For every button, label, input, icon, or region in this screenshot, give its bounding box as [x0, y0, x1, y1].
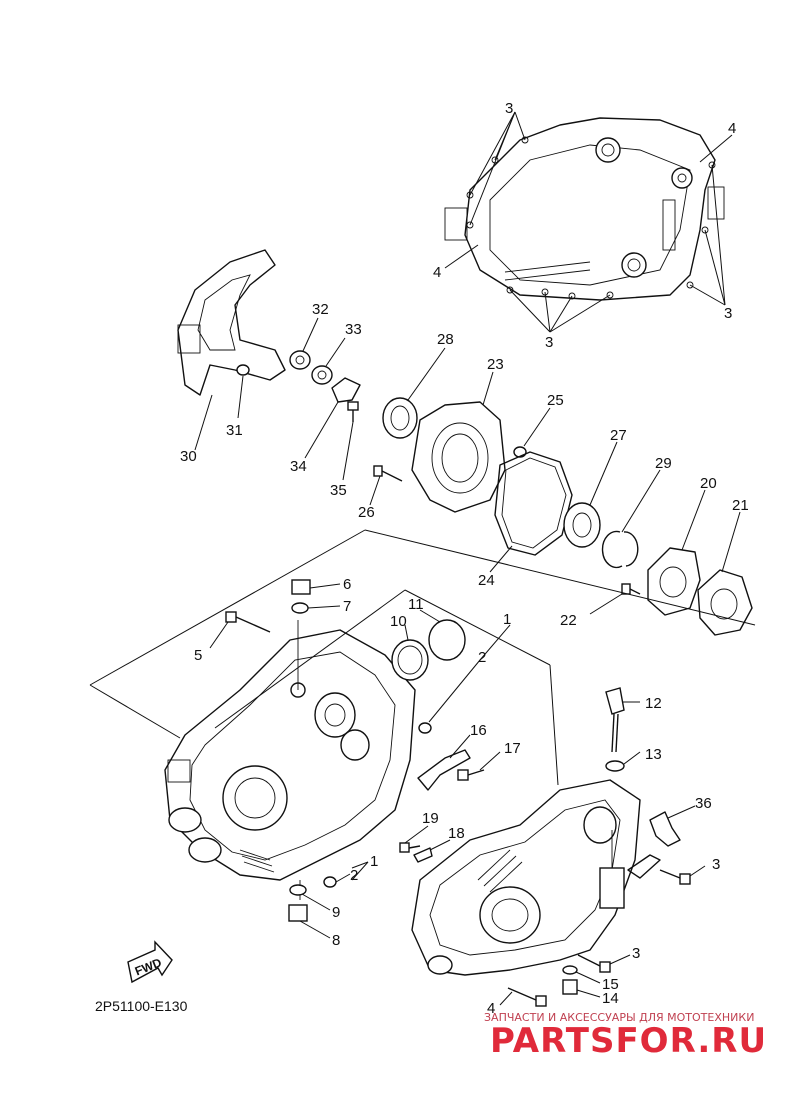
callout-27: 27 — [610, 427, 627, 444]
part-9-washer — [289, 884, 331, 911]
callout-21: 21 — [732, 497, 749, 514]
part-12-dipstick — [605, 687, 640, 753]
callout-33: 33 — [345, 321, 362, 338]
part-8-plug — [288, 904, 331, 939]
part-29-circlip — [601, 469, 661, 569]
callout-36: 36 — [695, 795, 712, 812]
callout-10: 10 — [390, 613, 407, 630]
part-17-bolt — [457, 751, 501, 781]
callout-3-bolt-lower: 3 — [632, 945, 640, 962]
callout-2-top: 2 — [478, 649, 486, 666]
part-19-bolt — [399, 825, 429, 853]
part-26-bolt — [369, 465, 403, 506]
callout-4-mid: 4 — [433, 264, 441, 281]
part-24-gasket — [489, 451, 573, 573]
callout-25: 25 — [547, 392, 564, 409]
callout-3-right: 3 — [724, 305, 732, 322]
callout-28: 28 — [437, 331, 454, 348]
part-36-bracket — [627, 805, 696, 879]
callout-8: 8 — [332, 932, 340, 949]
callout-24: 24 — [478, 572, 495, 589]
callout-3-bolt-right: 3 — [712, 856, 720, 873]
fwd-arrow-icon: FWD — [127, 940, 173, 984]
right-crankcase-half — [411, 779, 641, 976]
callout-1-top: 1 — [503, 611, 511, 628]
callout-3-bottom: 3 — [545, 334, 553, 351]
callout-31: 31 — [226, 422, 243, 439]
callout-30: 30 — [180, 448, 197, 465]
callout-34: 34 — [290, 458, 307, 475]
part-31-collar — [236, 364, 250, 419]
callout-3-top: 3 — [505, 100, 513, 117]
part-28-oil-seal — [382, 347, 446, 439]
callout-29: 29 — [655, 455, 672, 472]
diagram-code: 2P51100-E130 — [95, 998, 188, 1014]
part-16-bracket — [417, 734, 471, 791]
callout-18: 18 — [448, 825, 465, 842]
part-18-clip — [413, 839, 451, 863]
assembly-boundary — [89, 529, 756, 786]
part-3-bolt-right — [659, 865, 706, 885]
callout-15: 15 — [602, 976, 619, 993]
part-34-plate — [304, 377, 361, 459]
part-2-dowel-lower — [323, 861, 369, 888]
part-7-washer — [291, 602, 341, 614]
callout-14: 14 — [602, 990, 619, 1007]
callout-32: 32 — [312, 301, 329, 318]
part-25-dowel — [513, 407, 551, 458]
callout-11: 11 — [408, 596, 424, 613]
callout-23: 23 — [487, 356, 504, 373]
watermark-logo: PARTSFOR.RU — [490, 1021, 767, 1061]
part-15-washer — [562, 965, 601, 984]
callout-4-top: 4 — [728, 120, 736, 137]
part-33-bearing — [311, 337, 346, 385]
part-22-screw — [589, 583, 641, 615]
part-13-o-ring — [605, 751, 641, 772]
callout-17: 17 — [504, 740, 521, 757]
callout-5: 5 — [194, 647, 202, 664]
part-32-bearing — [289, 317, 319, 370]
part-21-gasket — [697, 511, 753, 636]
part-14-plug — [562, 979, 601, 998]
callout-13: 13 — [645, 746, 662, 763]
part-23-cover — [411, 371, 506, 513]
left-crankcase-half — [164, 620, 416, 900]
callout-1-bottom: 1 — [370, 853, 378, 870]
part-35-bolt — [342, 401, 359, 481]
callout-16: 16 — [470, 722, 487, 739]
part-11-clamp — [419, 609, 466, 661]
callout-2-bottom: 2 — [350, 867, 358, 884]
callout-12: 12 — [645, 695, 662, 712]
callout-35: 35 — [330, 482, 347, 499]
part-5-bolt — [209, 611, 271, 649]
part-30-cover — [177, 249, 286, 451]
callout-22: 22 — [560, 612, 577, 629]
callout-4-bottom: 4 — [487, 1000, 495, 1017]
part-27-bearing — [563, 441, 618, 548]
callout-20: 20 — [700, 475, 717, 492]
callout-7: 7 — [343, 598, 351, 615]
part-6-plug — [291, 579, 341, 595]
part-2-dowel — [418, 624, 511, 734]
part-20-plate — [647, 489, 706, 616]
callout-labels: 3 4 4 3 3 32 33 28 23 25 31 27 30 34 29 … — [180, 100, 749, 1017]
crankcase-bolt-pattern — [444, 111, 733, 333]
part-4-bolt-lower — [499, 987, 547, 1007]
callout-19: 19 — [422, 810, 439, 827]
part-10-ring — [391, 624, 429, 681]
watermark: ЗАПЧАСТИ И АКСЕССУАРЫ ДЛЯ МОТОТЕХНИКИ PA… — [484, 1011, 767, 1061]
callout-9: 9 — [332, 904, 340, 921]
callout-26: 26 — [358, 504, 375, 521]
part-3-bolt-lower — [577, 954, 631, 973]
callout-6: 6 — [343, 576, 351, 593]
watermark-tagline: ЗАПЧАСТИ И АКСЕССУАРЫ ДЛЯ МОТОТЕХНИКИ — [484, 1011, 754, 1024]
